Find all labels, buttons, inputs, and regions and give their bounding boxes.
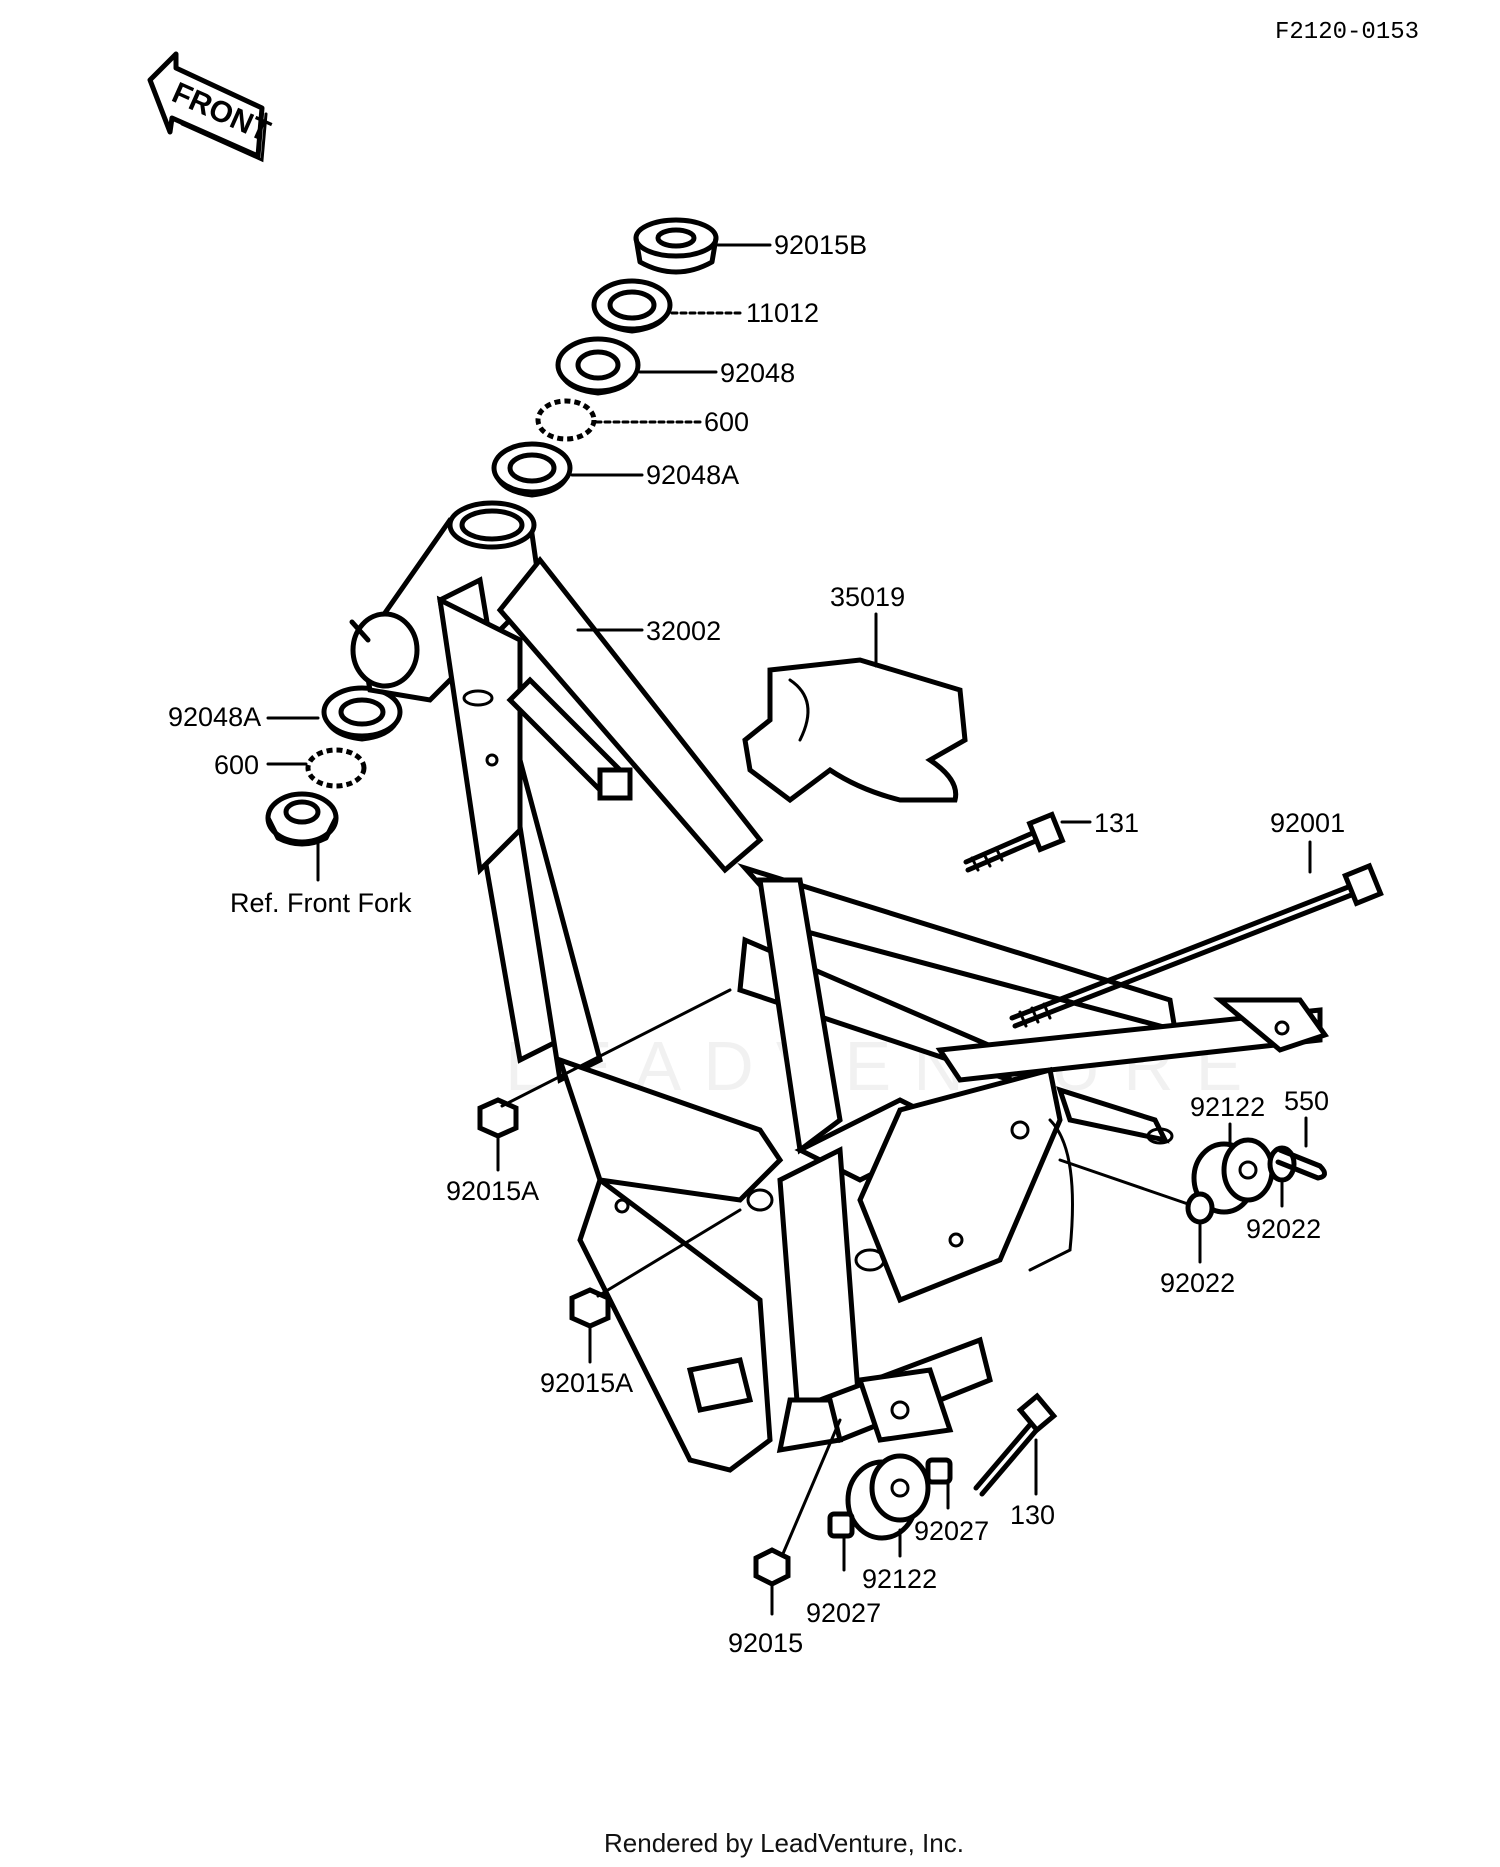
nut-92015A-lower [569,1287,611,1329]
race-ref-front-fork [265,791,339,847]
collar-92027-right [925,1457,953,1485]
bolt-130 [973,1392,1058,1497]
steering-stack [491,217,719,498]
label-92015A-upper: 92015A [446,1176,539,1206]
label-92022-right: 92022 [1246,1214,1321,1244]
label-550: 550 [1284,1086,1329,1116]
reference-front-fork: Ref. Front Fork [230,888,412,918]
diagram-code: F2120-0153 [1275,19,1419,46]
bolt-92001 [1009,862,1384,1029]
front-arrow-icon: FRONT [147,51,275,163]
label-35019: 35019 [830,582,905,612]
label-92048: 92048 [720,358,795,388]
frame-32002 [349,500,1330,1473]
label-130: 130 [1010,1500,1055,1530]
cone-92048A-left [321,685,403,742]
label-92122-right: 92122 [1190,1092,1265,1122]
lower-race-stack [265,685,403,847]
nut-92015A-upper [477,1097,519,1139]
collar-92027-left [827,1511,855,1539]
label-600-left: 600 [214,750,259,780]
label-11012: 11012 [746,298,819,328]
steel-ball-600-top [535,398,597,442]
label-92122-bottom: 92122 [862,1564,937,1594]
steel-ball-600-left [305,747,367,789]
washer-92022-left [1185,1191,1215,1225]
cotter-pin-550 [1275,1147,1327,1181]
label-92027-left: 92027 [806,1598,881,1628]
label-92048A-left: 92048A [168,702,261,732]
label-92048A-top: 92048A [646,460,739,490]
stem-nut-92015B [633,217,719,275]
damper-92122-bottom [845,1453,931,1541]
cone-92048A-top [491,441,573,498]
label-92027-right: 92027 [914,1516,989,1546]
ball-race-11012 [591,278,673,334]
part-labels: 92015B 11012 92048 600 92048A 32002 3501… [168,230,1345,1658]
bolt-131 [963,811,1066,873]
label-92015: 92015 [728,1628,803,1658]
side-cover-35019 [742,657,968,804]
label-600-top: 600 [704,407,749,437]
cone-92048 [555,336,641,396]
label-131: 131 [1094,808,1139,838]
label-92022-left: 92022 [1160,1268,1235,1298]
leader-lines [266,243,1312,1616]
label-92015B: 92015B [774,230,867,260]
nut-92015 [753,1547,791,1587]
label-32002: 32002 [646,616,721,646]
damper-92122-right [1191,1137,1275,1215]
label-92015A-lower: 92015A [540,1368,633,1398]
footer-credit: Rendered by LeadVenture, Inc. [604,1828,964,1858]
label-92001: 92001 [1270,808,1345,838]
